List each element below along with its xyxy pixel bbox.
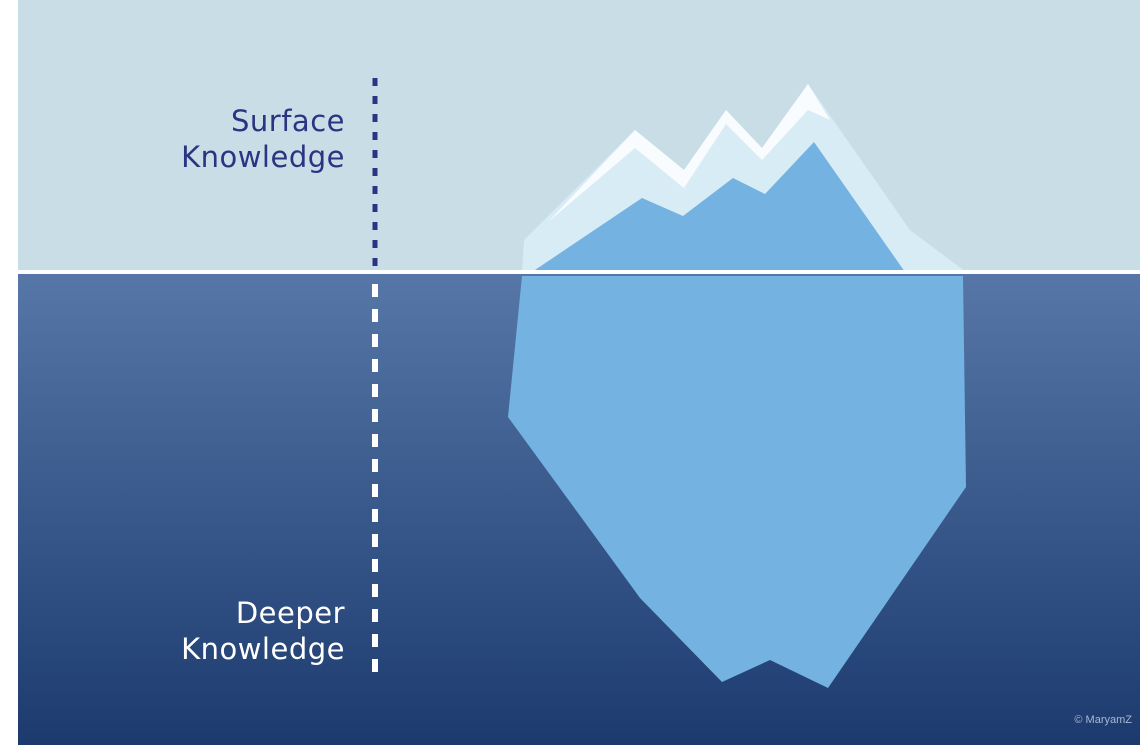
- iceberg-snow-cap: [548, 84, 830, 222]
- surface-label-line2: Knowledge: [181, 140, 345, 174]
- deeper-knowledge-label: Deeper Knowledge: [181, 595, 345, 667]
- deeper-label-line1: Deeper: [235, 596, 345, 630]
- surface-knowledge-label: Surface Knowledge: [181, 103, 345, 175]
- iceberg-underwater: [508, 276, 966, 688]
- iceberg-tip-core: [532, 142, 905, 272]
- copyright-credit: © MaryamZ: [1074, 714, 1132, 726]
- surface-label-line1: Surface: [231, 104, 345, 138]
- deeper-label-line2: Knowledge: [181, 632, 345, 666]
